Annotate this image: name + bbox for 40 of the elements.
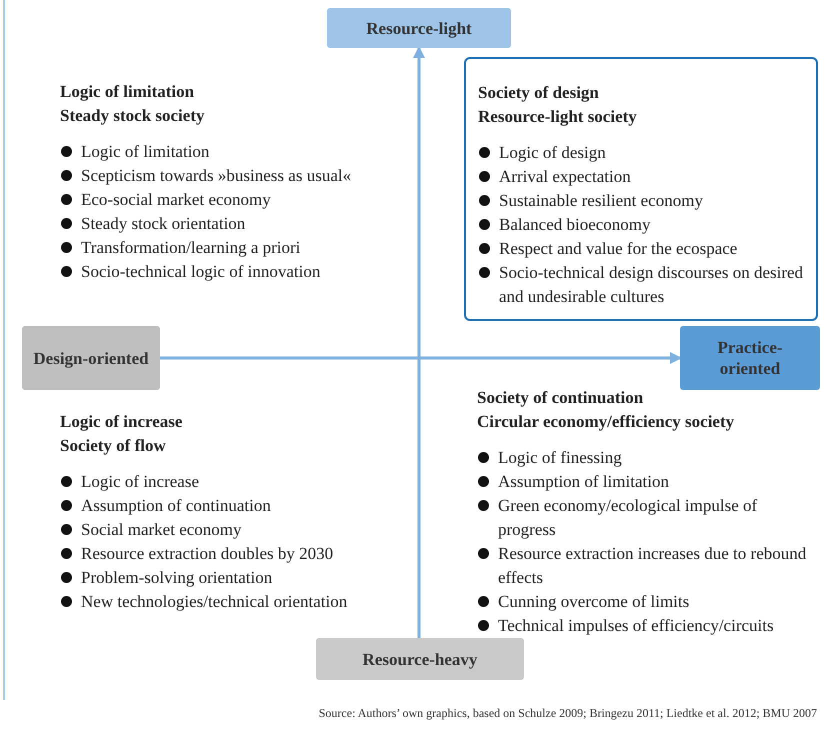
- list-item: Transformation/learning a priori: [81, 237, 300, 259]
- axis-label-box: Design-oriented: [22, 326, 160, 390]
- heading: Circular economy/efficiency society: [477, 411, 736, 433]
- heading: Society of design: [478, 82, 600, 104]
- list-item: Assumption of limitation: [498, 471, 669, 493]
- heading: Logic of increase: [60, 411, 184, 433]
- list-item: Steady stock orientation: [81, 213, 246, 235]
- axis-label-box: Practice-oriented: [680, 326, 820, 390]
- list-item: Assumption of continuation: [81, 495, 271, 517]
- axis-label-box: Resource-light: [327, 8, 511, 48]
- list-item: New technologies/technical orientation: [81, 591, 348, 613]
- list-item: Arrival expectation: [499, 166, 631, 188]
- list-item: Resource extraction increases due to rebound effects: [498, 543, 807, 589]
- list-item: Respect and value for the ecospace: [499, 238, 738, 260]
- heading: Logic of limitation: [60, 81, 196, 103]
- list-item: Social market economy: [81, 519, 242, 541]
- list-item: Logic of design: [499, 142, 606, 164]
- list-item: Problem-solving orientation: [81, 567, 272, 589]
- axis-label-box: Resource-heavy: [316, 638, 524, 680]
- heading: Society of flow: [60, 435, 167, 457]
- heading: Steady stock society: [60, 105, 206, 127]
- list-item: Logic of finessing: [498, 447, 622, 469]
- list-item: Socio-technical logic of innovation: [81, 261, 320, 283]
- list-item: Green economy/ecological impulse of progress: [498, 495, 758, 541]
- list-item: Balanced bioeconomy: [499, 214, 651, 236]
- list-item: Scepticism towards »business as usual«: [81, 165, 352, 187]
- arrow: [160, 352, 682, 364]
- list-item: Logic of increase: [81, 471, 199, 493]
- list-item: Sustainable resilient economy: [499, 190, 703, 212]
- heading: Society of continuation: [477, 387, 644, 409]
- source-note: Source: Authors’ own graphics, based on Schulze 2009; Bringezu 2011; Liedtke et al. 2012; BMU 2007: [318, 706, 817, 721]
- list-item: Technical impulses of efficiency/circuits: [498, 615, 774, 637]
- list-item: Logic of limitation: [81, 141, 210, 163]
- list-item: Eco-social market economy: [81, 189, 271, 211]
- heading: Resource-light society: [478, 106, 638, 128]
- arrow: [413, 46, 425, 638]
- list-item: Resource extraction doubles by 2030: [81, 543, 334, 565]
- quadrant-box: [464, 57, 818, 321]
- list-item: Socio-technical design discourses on desired and undesirable cultures: [499, 262, 804, 308]
- list-item: Cunning overcome of limits: [498, 591, 690, 613]
